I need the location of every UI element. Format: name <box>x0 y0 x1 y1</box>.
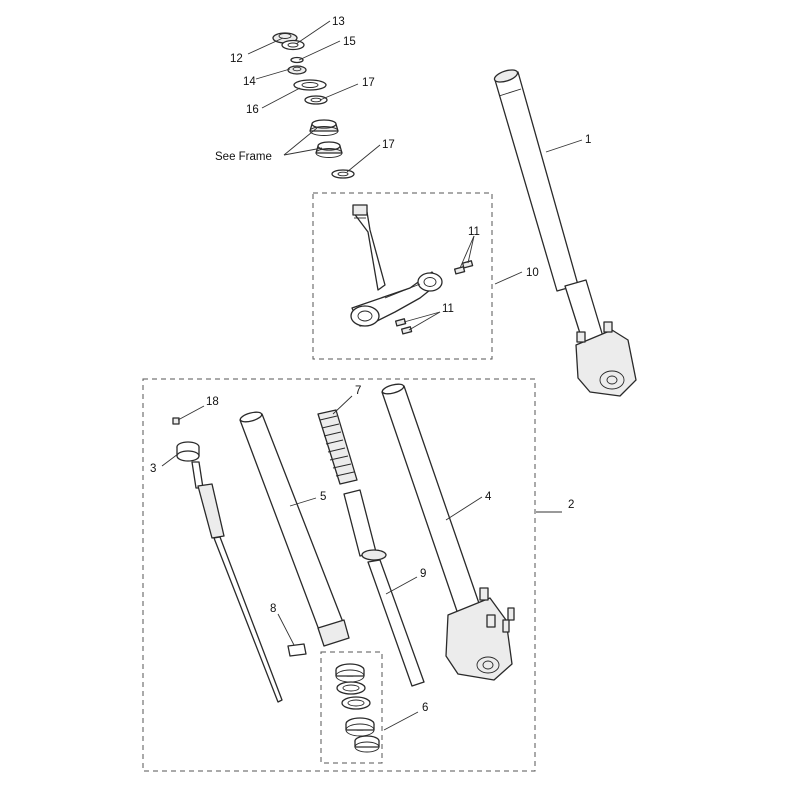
fork-assembly-complete <box>493 69 637 397</box>
callout-6: 6 <box>422 702 428 714</box>
see-frame-label: See Frame <box>215 151 272 163</box>
bearing-seal-upper <box>304 95 328 105</box>
callout-12: 12 <box>230 53 243 65</box>
caliper-bolts <box>502 607 515 633</box>
callout-5: 5 <box>320 491 326 503</box>
callout-8: 8 <box>270 603 276 615</box>
spring-collar <box>287 643 307 657</box>
damper-tube <box>361 549 425 687</box>
assembly-box-yoke <box>312 192 493 360</box>
bush-set <box>335 663 380 753</box>
dust-seal <box>293 79 327 91</box>
callout-3: 3 <box>150 463 156 475</box>
callout-7: 7 <box>355 385 361 397</box>
outer-tube <box>239 411 350 647</box>
callout-4: 4 <box>485 491 492 503</box>
clamp-bolts-lower <box>394 318 413 335</box>
clamp-bolts-upper <box>453 260 474 275</box>
bearing-seal-lower <box>331 169 355 179</box>
fork-spring <box>317 409 358 485</box>
leader-lines <box>161 20 583 731</box>
callout-11-lower: 11 <box>442 303 454 315</box>
small-washer <box>290 56 304 64</box>
callout-1: 1 <box>585 134 591 146</box>
callout-15: 15 <box>343 36 356 48</box>
damper-cartridge-rod <box>191 461 283 703</box>
callout-17-upper: 17 <box>362 77 375 89</box>
callout-17-lower: 17 <box>382 139 395 151</box>
headstock-bearing-lower <box>315 141 343 158</box>
lower-yoke <box>350 204 443 327</box>
spacer-tube <box>343 489 377 557</box>
callout-14: 14 <box>243 76 256 88</box>
top-cap <box>176 441 200 462</box>
adjuster-nut <box>287 65 307 75</box>
assembly-box-fork <box>142 378 536 772</box>
callout-10: 10 <box>526 267 539 279</box>
assembly-box-bushes <box>320 651 383 764</box>
callout-9: 9 <box>420 568 426 580</box>
callout-2: 2 <box>568 499 574 511</box>
lock-washer <box>281 39 305 51</box>
callout-18: 18 <box>206 396 219 408</box>
headstock-bearing-upper <box>309 119 339 136</box>
callout-11-upper: 11 <box>468 226 480 238</box>
adjuster-screw <box>172 417 180 425</box>
inner-tube <box>381 383 513 681</box>
callout-16: 16 <box>246 104 259 116</box>
callout-13: 13 <box>332 16 345 28</box>
